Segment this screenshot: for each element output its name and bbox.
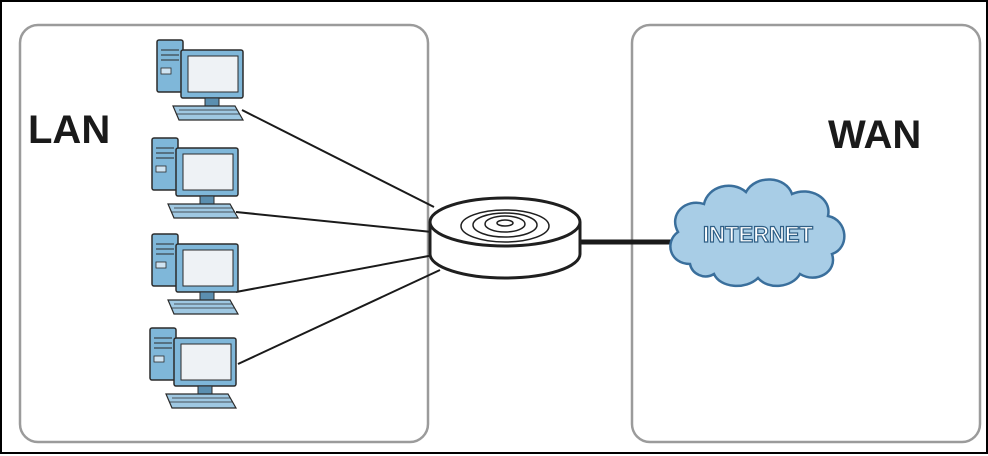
lan-cable-2: [236, 212, 432, 232]
desktop-computer-icon: [152, 138, 238, 218]
wireless-router-icon: [430, 198, 580, 278]
lan-label: LAN: [28, 110, 110, 150]
wan-label: WAN: [828, 115, 921, 155]
desktop-computer-icon: [150, 328, 236, 408]
lan-cable-1: [242, 110, 434, 207]
internet-cloud-icon: INTERNET: [670, 179, 844, 285]
internet-label: INTERNET: [703, 222, 814, 247]
desktop-computer-icon: [157, 40, 243, 120]
desktop-computer-icon: [152, 234, 238, 314]
lan-cable-4: [238, 270, 440, 364]
